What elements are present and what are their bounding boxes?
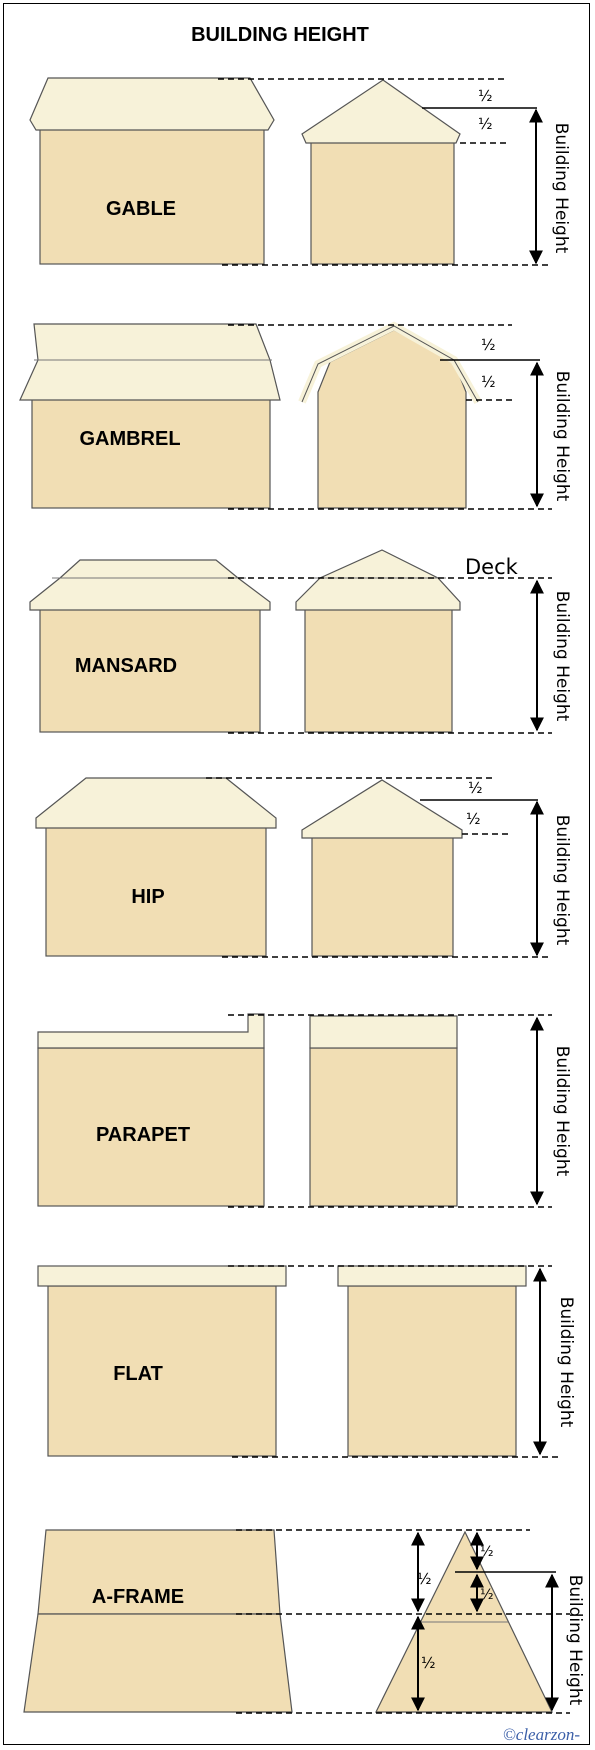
half-mark: ½ [480,1587,494,1603]
gambrel-front-wall [31,395,271,509]
mansard-side-wall [304,605,453,733]
gambrel-label: GAMBREL [79,428,180,450]
parapet-side-wall [309,1047,458,1207]
deck-label: Deck [465,555,519,579]
half-mark: ½ [421,1654,436,1672]
mansard-label: MANSARD [75,655,177,677]
building-height-label: Building Height [556,1297,576,1428]
flat-section: FLAT Building Height [37,1265,576,1458]
parapet-front-wall [37,1047,265,1207]
parapet-front-parapet [37,1013,265,1049]
gambrel-section: GAMBREL ½ ½ Building Height [19,321,572,510]
parapet-label: PARAPET [96,1124,190,1146]
parapet-side-parapet [309,1015,458,1049]
hip-section: HIP ½ ½ Building Height [35,777,572,958]
flat-front-roof [37,1265,287,1287]
building-height-label: Building Height [552,1046,572,1177]
flat-side-wall [347,1285,517,1457]
building-height-label: Building Height [552,591,572,722]
hip-label: HIP [131,886,164,908]
building-height-label: Building Height [551,123,571,254]
mansard-front-roof [29,559,271,611]
flat-front-wall [47,1285,277,1457]
hip-front-roof [35,777,277,829]
half-mark: ½ [478,87,493,105]
credit-text: ©clearzon- [503,1725,580,1744]
flat-side-roof [337,1265,527,1287]
gable-section: GABLE ½ ½ Building Height [29,77,571,266]
gable-side-roof [301,79,461,144]
parapet-section: PARAPET Building Height [37,1013,572,1208]
half-mark: ½ [480,1544,494,1560]
half-mark: ½ [466,810,481,828]
gable-side-wall [310,139,455,265]
half-mark: ½ [478,115,493,133]
building-height-label: Building Height [552,371,572,502]
a-frame-label: A-FRAME [92,1586,184,1608]
gambrel-front-roof [19,323,281,401]
half-mark: ½ [481,373,496,391]
building-height-label: Building Height [552,815,572,946]
hip-front-wall [45,825,267,957]
gable-label: GABLE [106,198,176,220]
half-mark: ½ [468,779,483,797]
mansard-side-roof [295,549,461,611]
gable-front-roof [29,77,275,131]
mansard-front-wall [39,605,261,733]
mansard-section: MANSARD Deck Building Height [29,549,572,734]
a-frame-section: A-FRAME ½ ½ ½ ½ Building Height [23,1529,585,1714]
building-height-label: Building Height [565,1575,585,1706]
hip-side-roof [301,779,463,839]
gable-front-wall [39,127,265,265]
half-mark: ½ [481,336,496,354]
a-frame-front-lower [23,1613,293,1713]
flat-label: FLAT [113,1363,163,1385]
hip-side-wall [311,835,454,957]
diagram-title: BUILDING HEIGHT [191,24,369,46]
half-mark: ½ [417,1570,432,1588]
